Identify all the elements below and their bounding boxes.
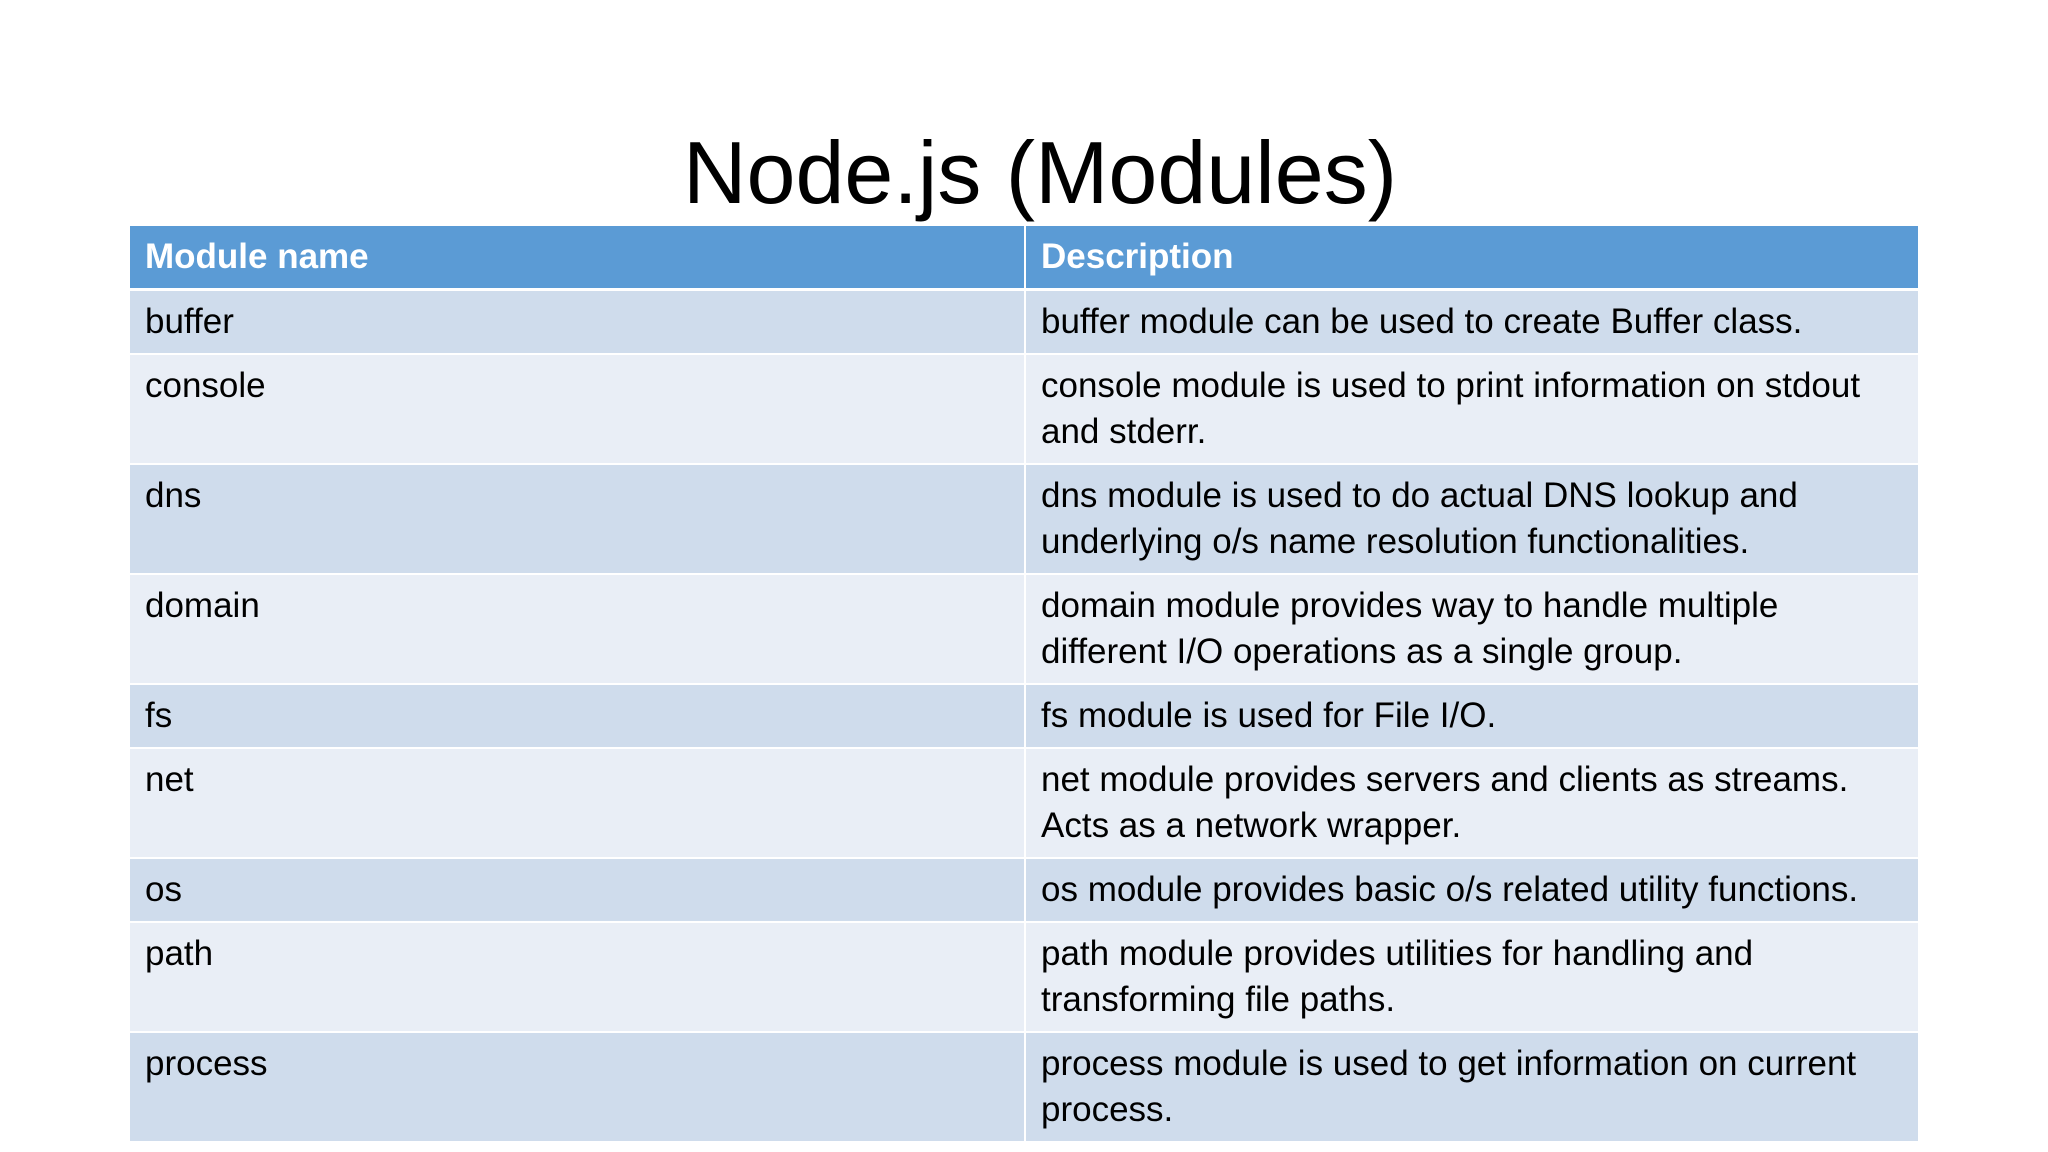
table-row: fs fs module is used for File I/O. <box>130 684 1918 749</box>
module-name-cell: path <box>130 922 1026 1033</box>
table-row: dns dns module is used to do actual DNS … <box>130 464 1918 575</box>
table-row: path path module provides utilities for … <box>130 922 1918 1033</box>
table-row: domain domain module provides way to han… <box>130 574 1918 685</box>
module-description-cell: fs module is used for File I/O. <box>1025 684 1918 749</box>
module-name-cell: os <box>130 858 1026 923</box>
module-description-cell: dns module is used to do actual DNS look… <box>1025 464 1918 575</box>
module-description-cell: os module provides basic o/s related uti… <box>1025 858 1918 923</box>
module-name-cell: process <box>130 1032 1026 1143</box>
module-description-cell: console module is used to print informat… <box>1025 354 1918 465</box>
column-header-module-name: Module name <box>130 226 1026 291</box>
table-row: console console module is used to print … <box>130 354 1918 465</box>
module-name-cell: fs <box>130 684 1026 749</box>
module-name-cell: console <box>130 354 1026 465</box>
slide-title: Node.js (Modules) <box>682 123 1398 222</box>
module-name-cell: buffer <box>130 289 1026 355</box>
table-row: buffer buffer module can be used to crea… <box>130 289 1918 355</box>
module-description-cell: domain module provides way to handle mul… <box>1025 574 1918 685</box>
module-description-cell: buffer module can be used to create Buff… <box>1025 289 1918 355</box>
table-row: net net module provides servers and clie… <box>130 748 1918 859</box>
table-row: process process module is used to get in… <box>130 1032 1918 1143</box>
module-description-cell: process module is used to get informatio… <box>1025 1032 1918 1143</box>
module-description-cell: path module provides utilities for handl… <box>1025 922 1918 1033</box>
table-row: os os module provides basic o/s related … <box>130 858 1918 923</box>
table-header-row: Module name Description <box>130 226 1918 291</box>
module-description-cell: net module provides servers and clients … <box>1025 748 1918 859</box>
module-name-cell: domain <box>130 574 1026 685</box>
column-header-description: Description <box>1025 226 1918 291</box>
modules-table: Module name Description buffer buffer mo… <box>130 226 1918 1143</box>
module-name-cell: dns <box>130 464 1026 575</box>
module-name-cell: net <box>130 748 1026 859</box>
